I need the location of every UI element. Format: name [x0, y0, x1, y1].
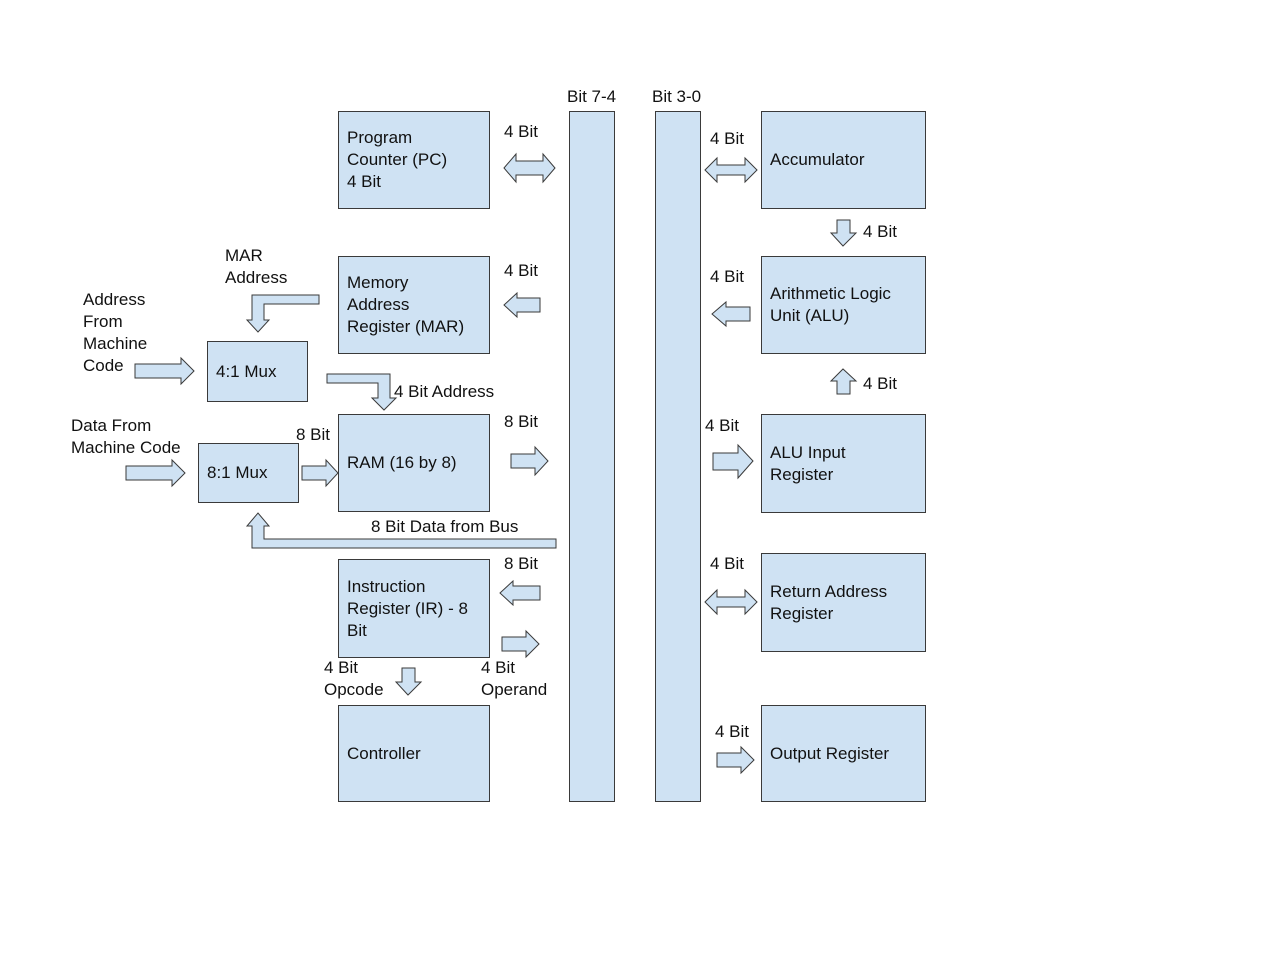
bus-low-label: Bit 3-0: [652, 87, 702, 106]
ram-block: RAM (16 by 8): [338, 414, 490, 512]
acc-bus-label: 4 Bit: [710, 129, 745, 148]
bus-bit-7-4: [569, 111, 615, 802]
ir-to-controller-arrow: [394, 667, 423, 696]
mar-block: Memory Address Register (MAR): [338, 256, 490, 354]
bus-to-mar-arrow: [503, 291, 541, 319]
mar-label: Memory Address Register (MAR): [347, 273, 465, 336]
ram-bus-label: 8 Bit: [504, 412, 539, 431]
output-register-label: Output Register: [770, 743, 890, 763]
operand-label: 4 Bit Operand: [481, 658, 548, 699]
mux8-to-ram-label: 8 Bit: [296, 425, 331, 444]
controller-block: Controller: [338, 705, 490, 802]
pc-bus-double-arrow: [503, 152, 556, 184]
bus-to-aluin-arrow: [712, 443, 754, 480]
output-register-block: Output Register: [761, 705, 926, 802]
data-from-bus-label: 8 Bit Data from Bus: [371, 517, 519, 536]
address-from-machine-code-label: Address From Machine Code: [83, 290, 148, 375]
data-to-mux8-arrow: [125, 458, 186, 488]
aluin-to-alu-arrow: [829, 368, 858, 395]
mux4-to-ram-label: 4 Bit Address: [394, 382, 495, 401]
controller-label: Controller: [347, 743, 421, 763]
acc-to-alu-arrow: [829, 219, 858, 247]
out-bus-label: 4 Bit: [715, 722, 750, 741]
ret-bus-double-arrow: [704, 588, 758, 616]
return-address-register-label: Return Address Register: [770, 581, 888, 623]
alu-block: Arithmetic Logic Unit (ALU): [761, 256, 926, 354]
accumulator-block: Accumulator: [761, 111, 926, 209]
mux-4-1-label: 4:1 Mux: [216, 361, 277, 381]
mux-8-1-label: 8:1 Mux: [207, 463, 268, 482]
data-from-machine-code-label: Data From Machine Code: [71, 416, 181, 457]
ir-to-bus-arrow: [501, 629, 540, 659]
accumulator-label: Accumulator: [770, 150, 865, 169]
mar-bus-label: 4 Bit: [504, 261, 539, 280]
mux-4-1-block: 4:1 Mux: [207, 341, 308, 402]
mux8-to-ram-arrow: [301, 458, 339, 488]
address-to-mux4-arrow: [134, 356, 195, 386]
mar-address-arrow: [245, 294, 320, 333]
instruction-register-block: Instruction Register (IR) - 8 Bit: [338, 559, 490, 658]
ram-to-bus-arrow: [510, 445, 549, 477]
bus-high-label: Bit 7-4: [567, 87, 617, 106]
program-counter-block: Program Counter (PC) 4 Bit: [338, 111, 490, 209]
alu-input-register-label: ALU Input Register: [770, 442, 846, 484]
pc-bus-label: 4 Bit: [504, 122, 539, 141]
bus-to-ir-arrow: [499, 579, 541, 607]
mux4-to-ram-arrow: [326, 373, 398, 411]
instruction-register-label: Instruction Register (IR) - 8 Bit: [347, 576, 468, 640]
bus-bit-3-0: [655, 111, 701, 802]
alu-bus-label: 4 Bit: [710, 267, 745, 286]
mux-8-1-block: 8:1 Mux: [198, 443, 299, 503]
ir-bus-label: 8 Bit: [504, 554, 539, 573]
alu-to-bus-arrow: [711, 300, 751, 328]
return-address-register-block: Return Address Register: [761, 553, 926, 652]
aluin-alu-label: 4 Bit: [863, 374, 898, 393]
mar-address-label: MAR Address: [225, 246, 288, 287]
bus-to-mux8-arrow: [245, 512, 557, 549]
acc-alu-label: 4 Bit: [863, 222, 898, 241]
aluin-bus-label: 4 Bit: [705, 416, 740, 435]
bus-to-output-arrow: [716, 745, 755, 775]
program-counter-label: Program Counter (PC) 4 Bit: [347, 128, 448, 191]
alu-input-register-block: ALU Input Register: [761, 414, 926, 513]
ram-label: RAM (16 by 8): [347, 453, 457, 472]
opcode-label: 4 Bit Opcode: [324, 658, 384, 699]
acc-bus-double-arrow: [704, 156, 758, 184]
alu-label: Arithmetic Logic Unit (ALU): [770, 284, 891, 325]
ret-bus-label: 4 Bit: [710, 554, 745, 573]
